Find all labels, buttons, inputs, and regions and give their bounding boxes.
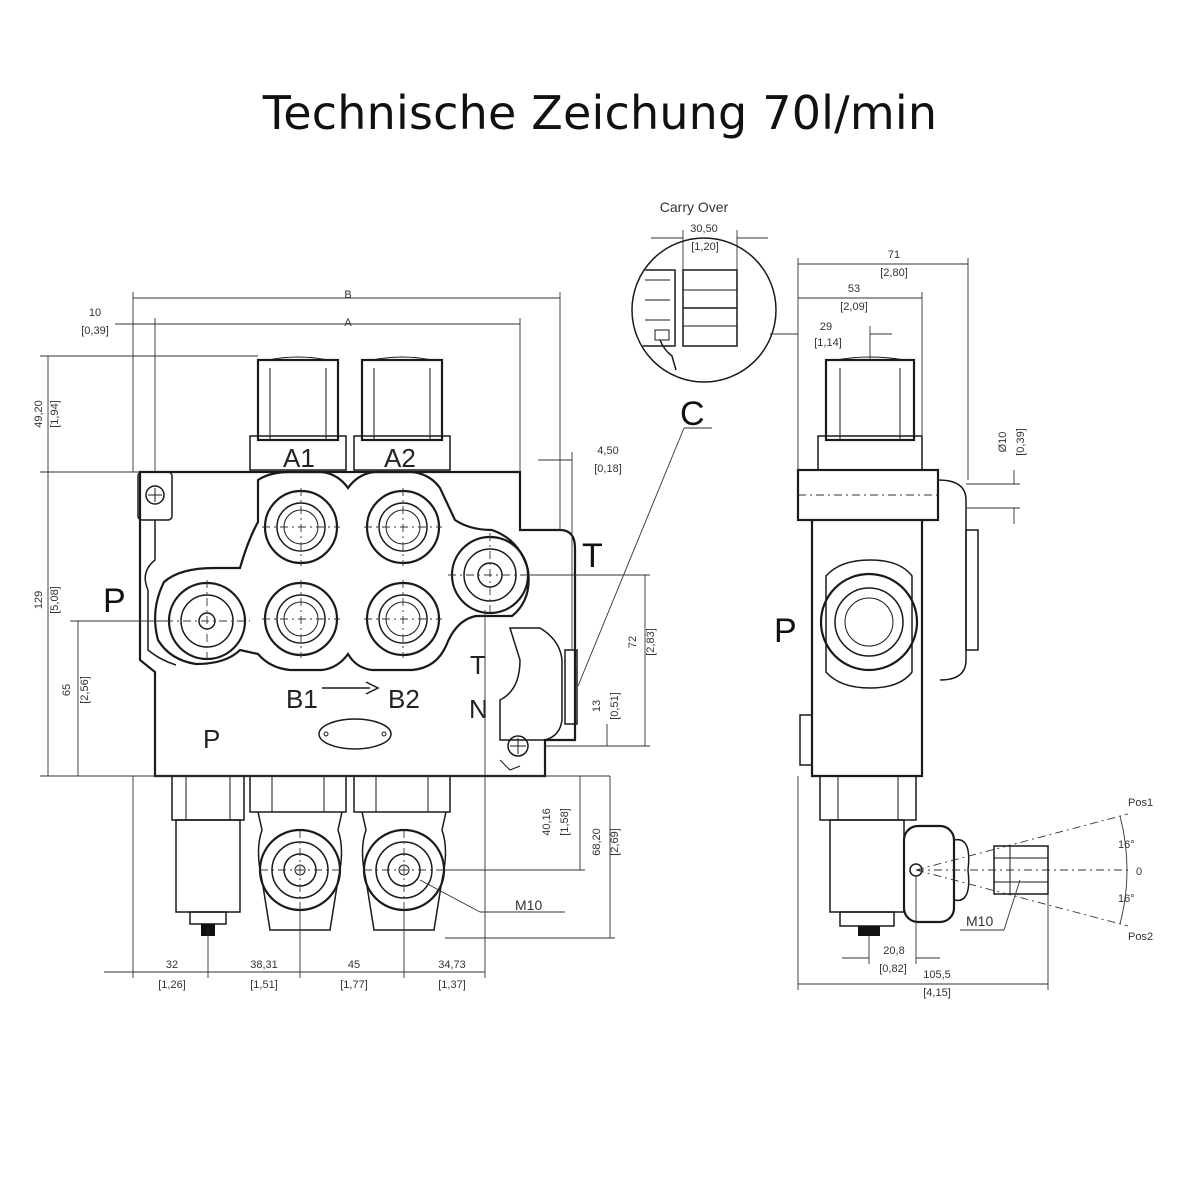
port-label-p: P xyxy=(103,582,126,620)
dim-68-20-mm: 68,20 xyxy=(591,828,603,856)
port-label-b2: B2 xyxy=(388,684,420,714)
dim-38-31-in: [1,51] xyxy=(250,979,278,991)
dim-71-mm: 71 xyxy=(888,249,900,261)
dim-49-20-in: [1,94] xyxy=(49,400,61,428)
carry-over-label: Carry Over xyxy=(660,199,729,215)
dim-105-5-in: [4,15] xyxy=(923,987,951,999)
dim-4-50-mm: 4,50 xyxy=(597,445,618,457)
dim-129-in: [5,08] xyxy=(49,586,61,614)
dim-71-in: [2,80] xyxy=(880,267,908,279)
dim-68-20-in: [2,69] xyxy=(609,828,621,856)
dim-a: A xyxy=(344,317,352,329)
actuator-cap-a1 xyxy=(249,356,347,471)
port-t-circle xyxy=(448,533,532,617)
dim-13-mm: 13 xyxy=(591,700,603,712)
dim-dia10-in: [0,39] xyxy=(1015,428,1027,456)
carry-over-detail: Carry Over 30,50 [1,20] xyxy=(631,199,777,383)
name-plate xyxy=(318,718,392,750)
lever-angle-zero: 0 xyxy=(1136,866,1142,878)
lever-angle-up: 16° xyxy=(1118,839,1135,851)
side-thread-m10: M10 xyxy=(966,913,993,929)
dim-65-in: [2,56] xyxy=(79,676,91,704)
dim-29-in: [1,14] xyxy=(814,337,842,349)
port-label-t: T xyxy=(582,537,603,575)
dim-32-in: [1,26] xyxy=(158,979,186,991)
relief-valve-cartridge xyxy=(171,775,245,936)
dim-72-in: [2,83] xyxy=(645,628,657,656)
side-port-label-p: P xyxy=(774,612,797,650)
port-b1-circle xyxy=(262,580,340,658)
side-view: P Pos1 Pos2 16° 16° 0 M10 71 [2,80] xyxy=(770,249,1153,999)
port-a2-circle xyxy=(364,488,442,566)
spool-end-2 xyxy=(353,775,451,931)
dim-10-in: [0,39] xyxy=(81,325,109,337)
port-label-n: N xyxy=(469,694,488,724)
drawing-title: Technische Zeichung 70l/min xyxy=(262,86,938,140)
port-b2-circle xyxy=(364,580,442,658)
dim-105-5-mm: 105,5 xyxy=(923,969,951,981)
spool-end-1 xyxy=(249,775,347,931)
dim-129-mm: 129 xyxy=(33,591,45,609)
dim-53-in: [2,09] xyxy=(840,301,868,313)
port-label-b1: B1 xyxy=(286,684,318,714)
dim-34-73-mm: 34,73 xyxy=(438,959,466,971)
dim-38-31-mm: 38,31 xyxy=(250,959,278,971)
port-a1-circle xyxy=(262,488,340,566)
dim-72-mm: 72 xyxy=(627,636,639,648)
lever-pos2: Pos2 xyxy=(1128,931,1153,943)
dim-30-50-mm: 30,50 xyxy=(690,223,718,235)
port-label-a2: A2 xyxy=(384,443,416,473)
dim-4-50-in: [0,18] xyxy=(594,463,622,475)
port-label-p-body: P xyxy=(203,724,220,754)
actuator-cap-a2 xyxy=(353,356,451,471)
lever-angle-down: 16° xyxy=(1118,893,1135,905)
dim-20-8-mm: 20,8 xyxy=(883,945,904,957)
dim-dia10-mm: Ø10 xyxy=(997,432,1009,453)
dim-29-mm: 29 xyxy=(820,321,832,333)
dim-65-mm: 65 xyxy=(61,684,73,696)
dim-20-8-in: [0,82] xyxy=(879,963,907,975)
dim-b: B xyxy=(344,289,351,301)
dim-10-mm: 10 xyxy=(89,307,101,319)
dim-13-in: [0,51] xyxy=(609,692,621,720)
dim-53-mm: 53 xyxy=(848,283,860,295)
dim-32-mm: 32 xyxy=(166,959,178,971)
lever-pos1: Pos1 xyxy=(1128,797,1153,809)
callout-c: C xyxy=(680,395,705,433)
dim-45-in: [1,77] xyxy=(340,979,368,991)
dim-30-50-in: [1,20] xyxy=(691,241,719,253)
front-view: A1 A2 B1 B2 P T T N P C B A 10 [0,39] 4,… xyxy=(33,289,712,991)
dim-40-16-mm: 40,16 xyxy=(541,808,553,836)
dim-34-73-in: [1,37] xyxy=(438,979,466,991)
port-label-a1: A1 xyxy=(283,443,315,473)
front-thread-m10: M10 xyxy=(515,897,542,913)
dim-40-16-in: [1,58] xyxy=(559,808,571,836)
port-label-t-body: T xyxy=(470,650,486,680)
dim-49-20-mm: 49,20 xyxy=(33,400,45,428)
dim-45-mm: 45 xyxy=(348,959,360,971)
